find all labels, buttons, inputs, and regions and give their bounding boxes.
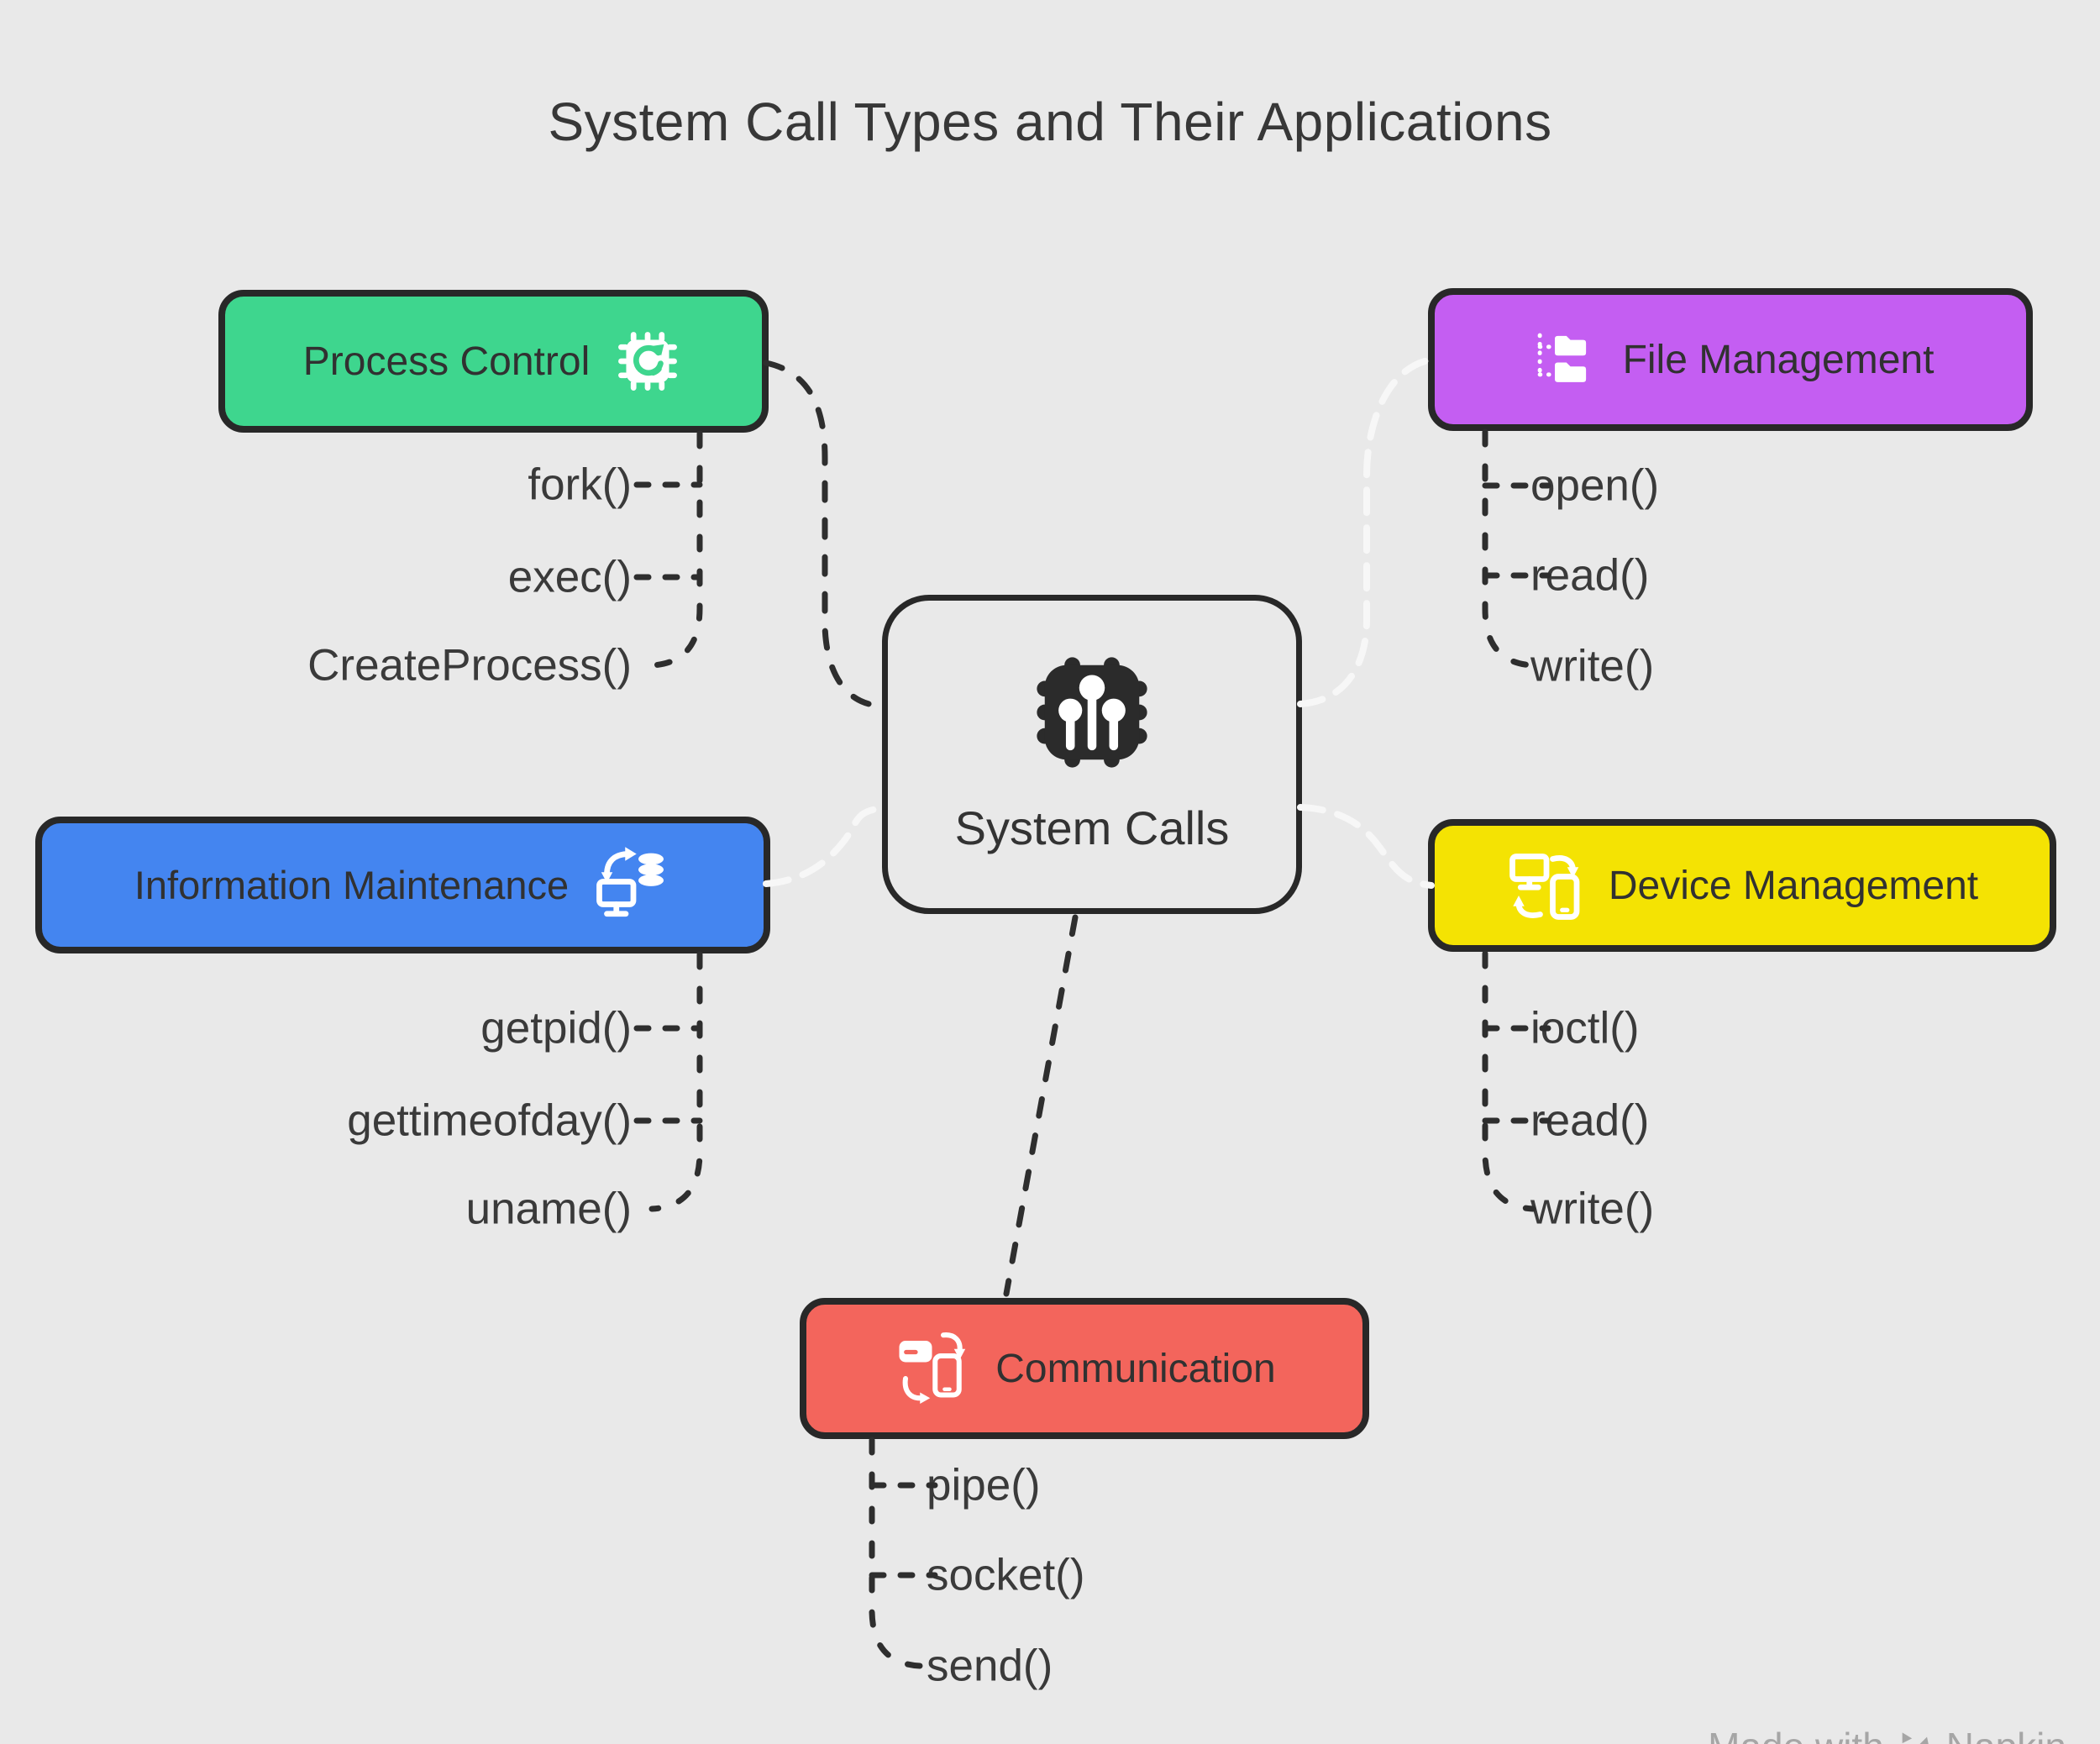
branch-process-control-label: Process Control (302, 339, 591, 384)
branch-line-communication (869, 1437, 923, 1669)
syscall-item-read-dm: read() (1530, 1095, 1650, 1146)
diagram-title: System Call Types and Their Applications (548, 92, 1552, 152)
branch-file-management-label: File Management (1622, 337, 1935, 382)
branch-file-management: File Management (1428, 288, 2033, 431)
syscall-item-ioctl: ioctl() (1530, 1003, 1640, 1053)
chip-circuit-icon (1037, 656, 1147, 768)
connector-center-device-management (1297, 804, 1435, 889)
syscall-item-read-fm: read() (1530, 550, 1650, 601)
node-system-calls-label: System Calls (954, 801, 1230, 854)
branch-information-maintenance-label: Information Maintenance (134, 863, 570, 907)
monitor-database-sync-icon (596, 846, 664, 917)
branch-line-device-management (1482, 950, 1536, 1212)
branch-device-management-label: Device Management (1608, 863, 1979, 908)
syscall-item-getpid: getpid() (480, 1003, 632, 1053)
syscall-item-open: open() (1530, 460, 1660, 511)
branch-information-maintenance: Information Maintenance (35, 817, 770, 953)
folder-tree-icon (1537, 333, 1586, 382)
cpu-gear-icon (618, 332, 678, 391)
watermark-brand: Napkin (1946, 1724, 2066, 1744)
branch-line-file-management (1482, 428, 1536, 669)
syscall-item-write-dm: write() (1530, 1184, 1655, 1234)
branch-line-information-maintenance (648, 951, 703, 1212)
syscall-item-socket: socket() (927, 1550, 1085, 1600)
syscall-item-send: send() (927, 1641, 1053, 1691)
device-sync-icon (1509, 854, 1580, 920)
branch-communication: Communication (800, 1298, 1369, 1439)
branch-line-process-control (648, 430, 703, 669)
message-phone-sync-icon (899, 1332, 966, 1404)
connector-center-process-control (763, 360, 884, 709)
branch-device-management: Device Management (1428, 819, 2056, 952)
connector-center-information-maintenance (763, 805, 889, 887)
syscall-item-fork: fork() (528, 460, 632, 510)
syscall-item-createprocess: CreateProcess() (307, 640, 632, 691)
syscall-item-gettimeofday: gettimeofday() (347, 1095, 632, 1146)
syscall-item-write-fm: write() (1530, 641, 1655, 691)
connector-center-communication (1003, 914, 1079, 1297)
syscall-item-uname: uname() (465, 1184, 632, 1234)
node-system-calls: System Calls (882, 595, 1302, 914)
branch-process-control: Process Control (218, 290, 769, 433)
napkin-logo-icon (1902, 1732, 1929, 1744)
watermark: Made with Napkin (1708, 1724, 2066, 1744)
connector-center-file-management (1297, 356, 1435, 707)
syscall-item-exec: exec() (507, 552, 632, 602)
watermark-prefix: Made with (1708, 1724, 1884, 1744)
branch-communication-label: Communication (995, 1346, 1276, 1391)
syscall-item-pipe: pipe() (927, 1460, 1041, 1510)
